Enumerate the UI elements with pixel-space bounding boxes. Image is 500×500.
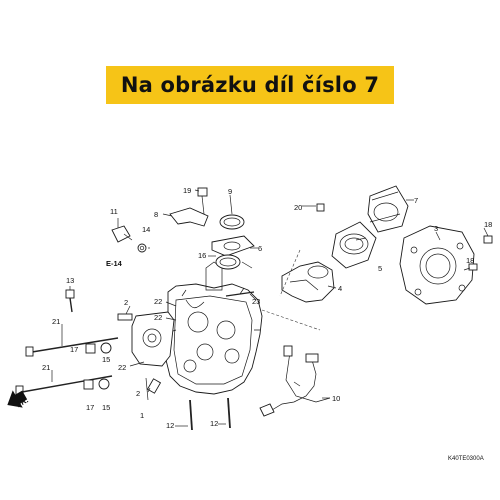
insulator-ring [331,221,377,269]
label-16a: 16 [198,251,206,260]
nuts-and-washers [83,342,112,390]
label-2a: 2 [124,298,128,307]
cylinder-flange [399,225,493,305]
part-labels: 19 9 8 11 14 6 16 16 E-14 13 2 22 22 23 … [42,186,492,430]
label-22b: 22 [154,313,162,322]
label-4: 4 [338,284,342,293]
label-9: 9 [228,187,232,196]
label-3: 3 [434,224,438,233]
label-13: 13 [66,276,74,285]
label-20: 20 [294,203,302,212]
sensor-11 [111,225,147,253]
cylinder-head [165,261,263,395]
label-19: 19 [183,186,191,195]
label-12a: 12 [166,421,174,430]
clamp-band-part-7 [367,185,409,233]
label-14: 14 [142,225,150,234]
label-15b: 15 [102,403,110,412]
leader-lines [51,189,489,427]
label-15a: 15 [102,355,110,364]
label-17a: 17 [70,345,78,354]
label-18a: 18 [484,220,492,229]
label-7: 7 [414,196,418,205]
label-2b: 2 [136,389,140,398]
label-12b: 12 [210,419,218,428]
label-22c: 22 [118,363,126,372]
ref-e14: E-14 [106,259,123,268]
long-bolts [15,337,119,396]
label-21b: 21 [42,363,50,372]
label-6: 6 [258,244,262,253]
intake-pipe [261,249,335,331]
small-fasteners [65,203,325,394]
label-5: 5 [378,264,382,273]
studs [189,397,231,431]
label-22a: 22 [154,297,162,306]
label-10: 10 [332,394,340,403]
label-18b: 18 [466,256,474,265]
part-number-banner: Na obrázku díl číslo 7 [106,66,394,104]
side-cover-plate [131,311,175,367]
oxygen-sensor-wire [259,345,331,417]
banner-text: Na obrázku díl číslo 7 [120,73,380,97]
label-11: 11 [110,207,118,216]
label-8: 8 [154,210,158,219]
label-23: 23 [252,297,260,306]
label-1: 1 [140,411,144,420]
label-17b: 17 [86,403,94,412]
diagram-code: K40TE0300A [448,456,484,462]
label-21a: 21 [52,317,60,326]
bracket-8 [169,187,209,227]
gasket-group [211,214,255,270]
